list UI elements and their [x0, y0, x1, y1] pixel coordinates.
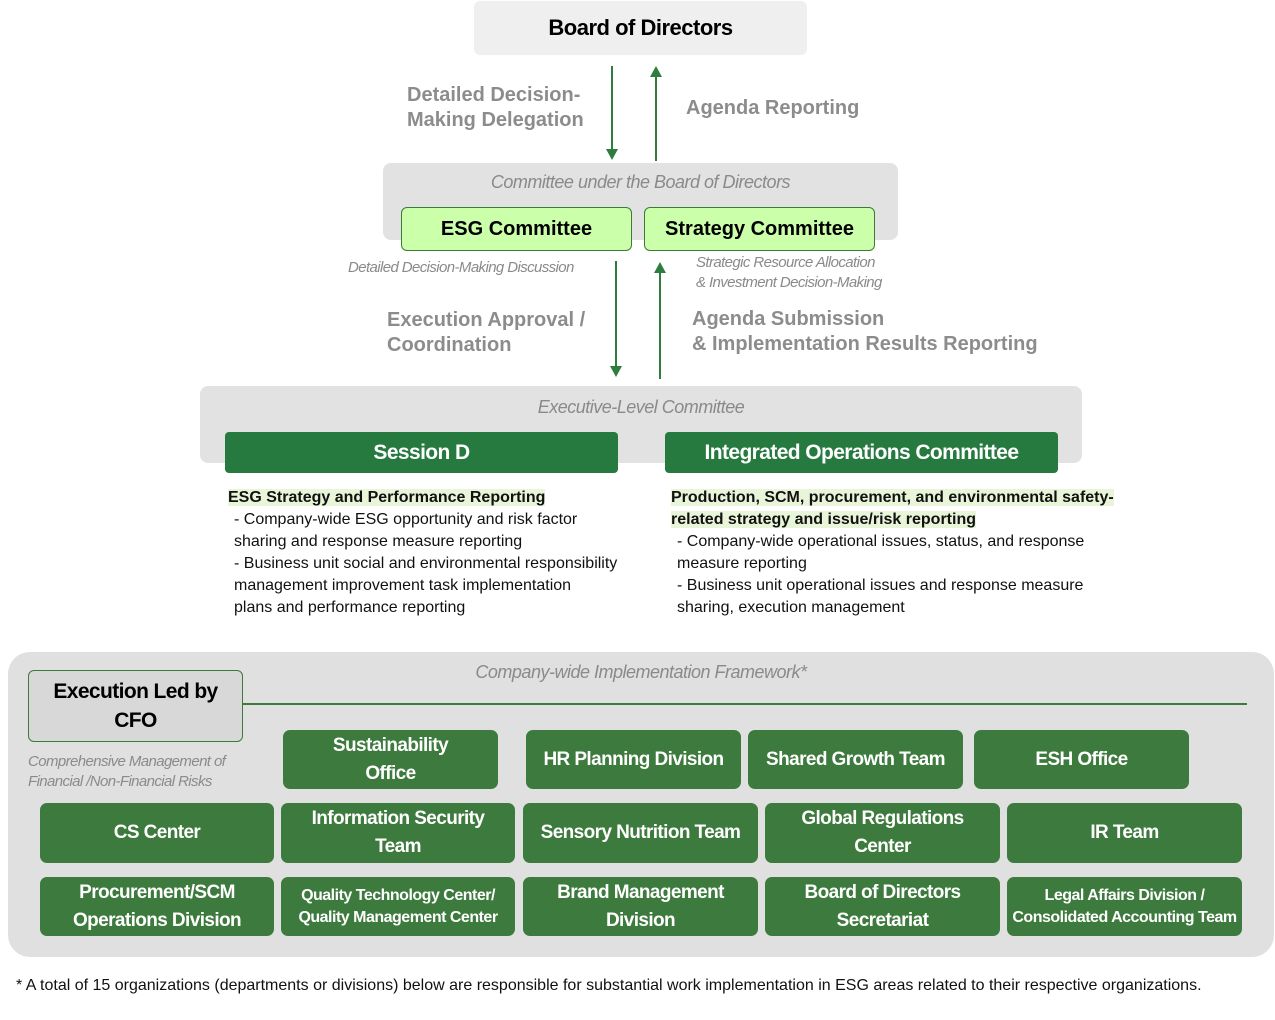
execution-approval-label: Execution Approval / Coordination [387, 309, 586, 356]
cfo-label: Execution Led by CFO [53, 680, 218, 732]
up-arrow-icon [654, 262, 666, 273]
up-arrow-icon [650, 66, 662, 77]
session-d-desc-item: - Business unit social and environmental… [234, 555, 618, 616]
org-box: Board of Directors Secretariat [765, 877, 1000, 936]
org-label: Global Regulations Center [801, 808, 964, 857]
session-d-label: Session D [373, 440, 470, 464]
integrated-operations-label: Integrated Operations Committee [704, 440, 1020, 464]
integrated-desc-item: - Company-wide operational issues, statu… [677, 533, 1085, 572]
down-arrow-icon [610, 366, 622, 377]
strategy-committee-label: Strategy Committee [665, 217, 854, 240]
esg-committee-note: Detailed Decision-Making Discussion [348, 259, 574, 276]
strategy-committee-note: Strategic Resource Allocation & Investme… [696, 254, 882, 291]
org-label: Legal Affairs Division / Consolidated Ac… [1012, 886, 1237, 926]
session-d-desc-item: - Company-wide ESG opportunity and risk … [234, 511, 578, 550]
org-box: Sustainability Office [283, 730, 498, 789]
integrated-description: Production, SCM, procurement, and enviro… [671, 487, 1131, 619]
org-label: Board of Directors Secretariat [804, 881, 961, 931]
strategy-committee-box: Strategy Committee [644, 207, 875, 251]
session-d-desc-title: ESG Strategy and Performance Reporting [228, 489, 546, 506]
org-box: Procurement/SCM Operations Division [40, 877, 274, 936]
integrated-desc-title: Production, SCM, procurement, and enviro… [671, 489, 1114, 528]
integrated-operations-box: Integrated Operations Committee [665, 432, 1058, 473]
integrated-desc-item: - Business unit operational issues and r… [677, 577, 1084, 616]
delegation-label: Detailed Decision- Making Delegation [407, 84, 584, 131]
session-d-description: ESG Strategy and Performance Reporting -… [228, 487, 648, 619]
org-label: Procurement/SCM Operations Division [72, 881, 242, 931]
executive-committee-heading: Executive-Level Committee [537, 397, 745, 417]
org-label: Information Security Team [311, 808, 485, 857]
footnote: * A total of 15 organizations (departmen… [16, 977, 1202, 994]
org-label: CS Center [113, 822, 201, 843]
org-label: ESH Office [1035, 748, 1128, 770]
agenda-reporting-label: Agenda Reporting [686, 97, 860, 119]
org-label: Quality Technology Center/ Quality Manag… [298, 886, 498, 926]
org-label: IR Team [1090, 822, 1159, 843]
divider-line [241, 703, 1247, 705]
org-box: Brand Management Division [523, 877, 758, 936]
org-box: HR Planning Division [526, 730, 741, 789]
org-box: CS Center [40, 803, 274, 863]
board-committee-heading: Committee under the Board of Directors [490, 172, 791, 192]
org-box: ESH Office [974, 730, 1189, 789]
session-d-box: Session D [225, 432, 618, 473]
agenda-submission-label: Agenda Submission & Implementation Resul… [692, 308, 1038, 355]
org-box: Shared Growth Team [748, 730, 963, 789]
cfo-box: Execution Led by CFO [28, 670, 243, 742]
down-arrow-icon [606, 149, 618, 160]
esg-committee-box: ESG Committee [401, 207, 632, 251]
org-box: Global Regulations Center [765, 803, 1000, 863]
org-label: Sustainability Office [332, 734, 449, 784]
esg-committee-label: ESG Committee [440, 217, 593, 240]
org-box: Quality Technology Center/ Quality Manag… [281, 877, 515, 936]
org-box: Sensory Nutrition Team [523, 803, 758, 863]
org-box: IR Team [1007, 803, 1242, 863]
org-box: Information Security Team [281, 803, 515, 863]
org-label: Sensory Nutrition Team [540, 822, 741, 843]
committee-flow-arrows [610, 261, 666, 379]
org-label: Shared Growth Team [766, 748, 945, 770]
org-box: Legal Affairs Division / Consolidated Ac… [1007, 877, 1242, 936]
org-label: Brand Management Division [557, 881, 724, 931]
cfo-note: Comprehensive Management of Financial /N… [28, 753, 226, 790]
org-label: HR Planning Division [543, 748, 724, 770]
board-flow-arrows [606, 66, 662, 161]
implementation-heading: Company-wide Implementation Framework* [475, 662, 807, 682]
board-title: Board of Directors [548, 15, 733, 40]
board-of-directors-box: Board of Directors [474, 1, 807, 55]
